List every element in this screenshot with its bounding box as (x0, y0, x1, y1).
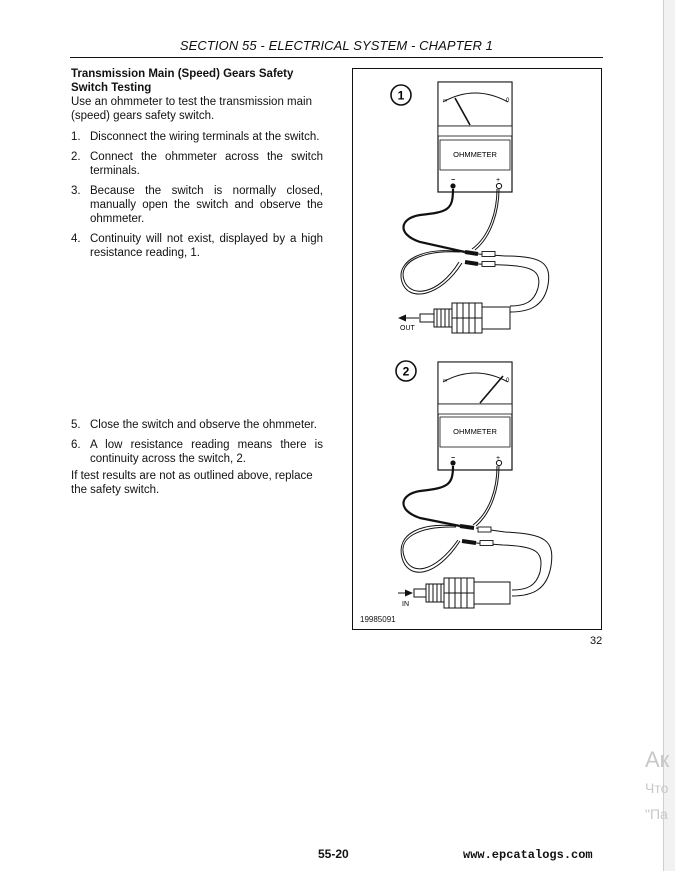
step-number: 5. (71, 419, 81, 431)
step-text: Close the switch and observe the ohmmete… (90, 419, 317, 431)
list-item: 4. Continuity will not exist, displayed … (71, 232, 323, 260)
test-leads-1 (400, 188, 550, 313)
page-header: SECTION 55 - ELECTRICAL SYSTEM - CHAPTER… (70, 38, 603, 58)
figure-1-diagram: 1 ∞ 0 OHMMETER − + (390, 81, 550, 334)
header-rule (70, 57, 603, 58)
section-title-line2: Switch Testing (71, 82, 152, 94)
step-number: 3. (71, 185, 81, 197)
step-number: 2. (71, 151, 81, 163)
section-header-title: SECTION 55 - ELECTRICAL SYSTEM - CHAPTER… (179, 38, 493, 53)
page-number: 55-20 (318, 847, 349, 861)
list-item: 3. Because the switch is normally closed… (71, 184, 323, 226)
ohmmeter-label: OHMMETER (453, 150, 497, 159)
in-arrow-head (405, 589, 413, 597)
positive-terminal-label: + (496, 455, 500, 462)
safety-switch-1 (419, 302, 511, 334)
figure-2-diagram: 2 ∞ 0 OHMMETER − + (395, 360, 553, 609)
step-text: Continuity will not exist, displayed by … (90, 233, 323, 259)
callout-circle (390, 84, 412, 106)
step-text: Disconnect the wiring terminals at the s… (90, 131, 320, 143)
meter-needle (454, 97, 471, 126)
ohmmeter-1: ∞ 0 OHMMETER − + (437, 81, 513, 193)
page-edge (663, 0, 675, 871)
out-arrow-head (398, 314, 406, 322)
list-item: 5. Close the switch and observe the ohmm… (71, 418, 323, 432)
list-item: 1. Disconnect the wiring terminals at th… (71, 130, 323, 144)
negative-terminal-label: − (451, 455, 455, 462)
out-label: OUT (400, 325, 416, 332)
dial-infinity-label: ∞ (443, 378, 447, 384)
figure-number: 32 (590, 635, 603, 647)
in-label: IN (402, 601, 409, 608)
watermark-line3: "Па (645, 806, 668, 822)
meter-needle (479, 375, 504, 404)
dial-zero-label: 0 (506, 98, 510, 104)
website-link[interactable]: www.epcatalogs.com (463, 848, 593, 862)
section-title-line1: Transmission Main (Speed) Gears Safety (71, 68, 294, 80)
negative-terminal-label: − (451, 177, 455, 184)
dial-infinity-label: ∞ (443, 98, 447, 104)
step-text: A low resistance reading means there is … (90, 439, 323, 465)
watermark-line1: Ак (645, 747, 670, 772)
ohmmeter-2: ∞ 0 OHMMETER − + (437, 361, 513, 471)
step-text: Because the switch is normally closed, m… (90, 185, 323, 225)
figure-reference-code: 19985091 (360, 615, 396, 624)
ohmmeter-label: OHMMETER (453, 427, 497, 436)
step-number: 6. (71, 439, 81, 451)
intro-paragraph: Use an ohmmeter to test the transmission… (71, 96, 312, 122)
positive-terminal-label: + (496, 177, 500, 184)
list-item: 2. Connect the ohmmeter across the switc… (71, 150, 323, 178)
watermark-line2: Что (645, 780, 669, 796)
steps-list-b: 5. Close the switch and observe the ohmm… (71, 418, 323, 466)
closing-paragraph: If test results are not as outlined abov… (71, 470, 313, 496)
callout-2: 2 (403, 365, 410, 379)
step-number: 1. (71, 131, 81, 143)
dial-zero-label: 0 (506, 378, 510, 384)
section-title: Transmission Main (Speed) Gears Safety S… (71, 67, 331, 95)
figure-frame (352, 68, 602, 630)
step-text: Connect the ohmmeter across the switch t… (90, 151, 323, 177)
list-item: 6. A low resistance reading means there … (71, 438, 323, 466)
safety-switch-2 (413, 577, 511, 609)
callout-circle (395, 360, 417, 382)
test-leads-2 (400, 465, 553, 597)
steps-list-a: 1. Disconnect the wiring terminals at th… (71, 130, 323, 260)
step-number: 4. (71, 233, 81, 245)
callout-1: 1 (398, 89, 405, 103)
